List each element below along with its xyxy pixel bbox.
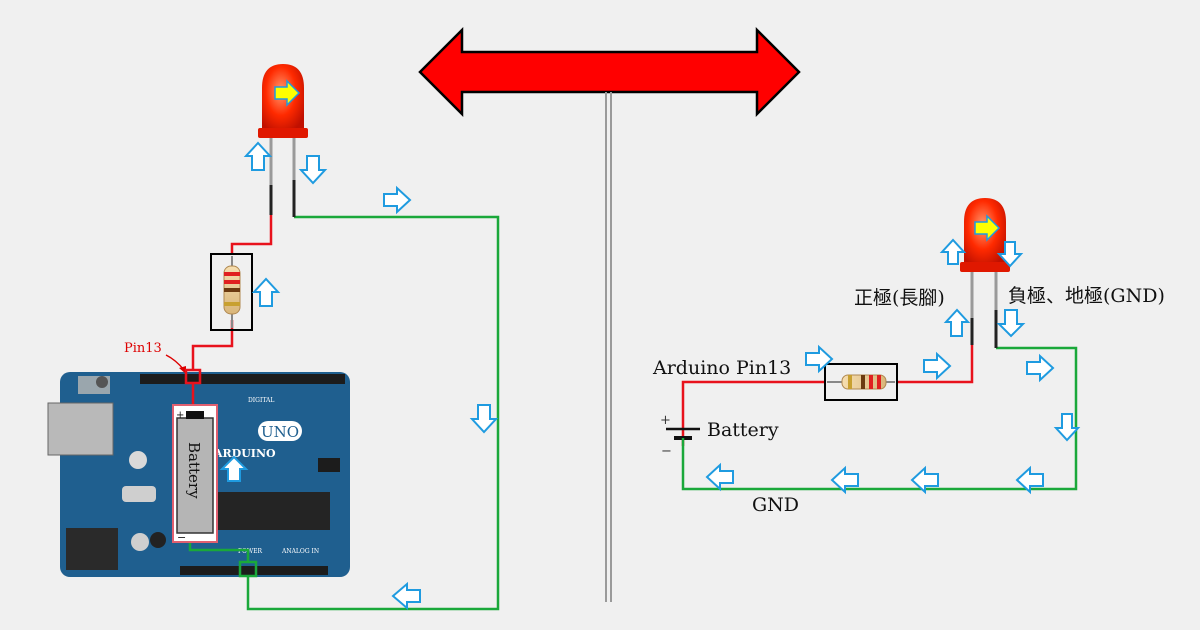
double-headed-arrow-icon [418,26,801,118]
red-led-icon [960,198,1010,348]
green-wire-right [681,346,1078,491]
digital-header-label: DIGITAL [248,397,274,404]
center-divider [605,92,612,602]
red-wire-left [230,215,273,254]
battery-right-label: Battery [707,419,779,441]
minus-sign: − [661,444,672,459]
plus-sign: + [660,413,671,428]
red-wire-right [681,380,825,446]
arduino-logo-text: ARDUINO [213,447,276,460]
battery-left-label: Battery [185,442,203,499]
battery-symbol-icon: + − [660,413,700,459]
resistor-icon [824,363,898,401]
svg-text:−: − [177,531,186,544]
red-wire-left-bottom [191,320,234,370]
battery-icon-left: + − Battery [172,404,218,544]
analog-header-label: ANALOG IN [281,548,319,555]
red-wire-right-2 [897,345,974,384]
positive-lead-label: 正極(長腳) [854,287,945,309]
svg-text:+: + [176,410,184,421]
hollow-arrow-icon [219,141,499,611]
power-header-label: POWER [238,548,263,555]
green-wire-left [246,215,500,611]
gnd-label: GND [752,494,799,516]
hollow-arrow-icon [705,238,1081,495]
resistor-icon [210,253,253,331]
uno-badge: UNO [261,423,299,441]
negative-lead-label: 負極、地極(GND) [1008,285,1165,307]
pin13-left-label: Pin13 [124,341,162,356]
arduino-pin13-label: Arduino Pin13 [652,357,791,379]
red-led-icon [258,64,308,217]
green-wire-left-inner [188,540,250,562]
